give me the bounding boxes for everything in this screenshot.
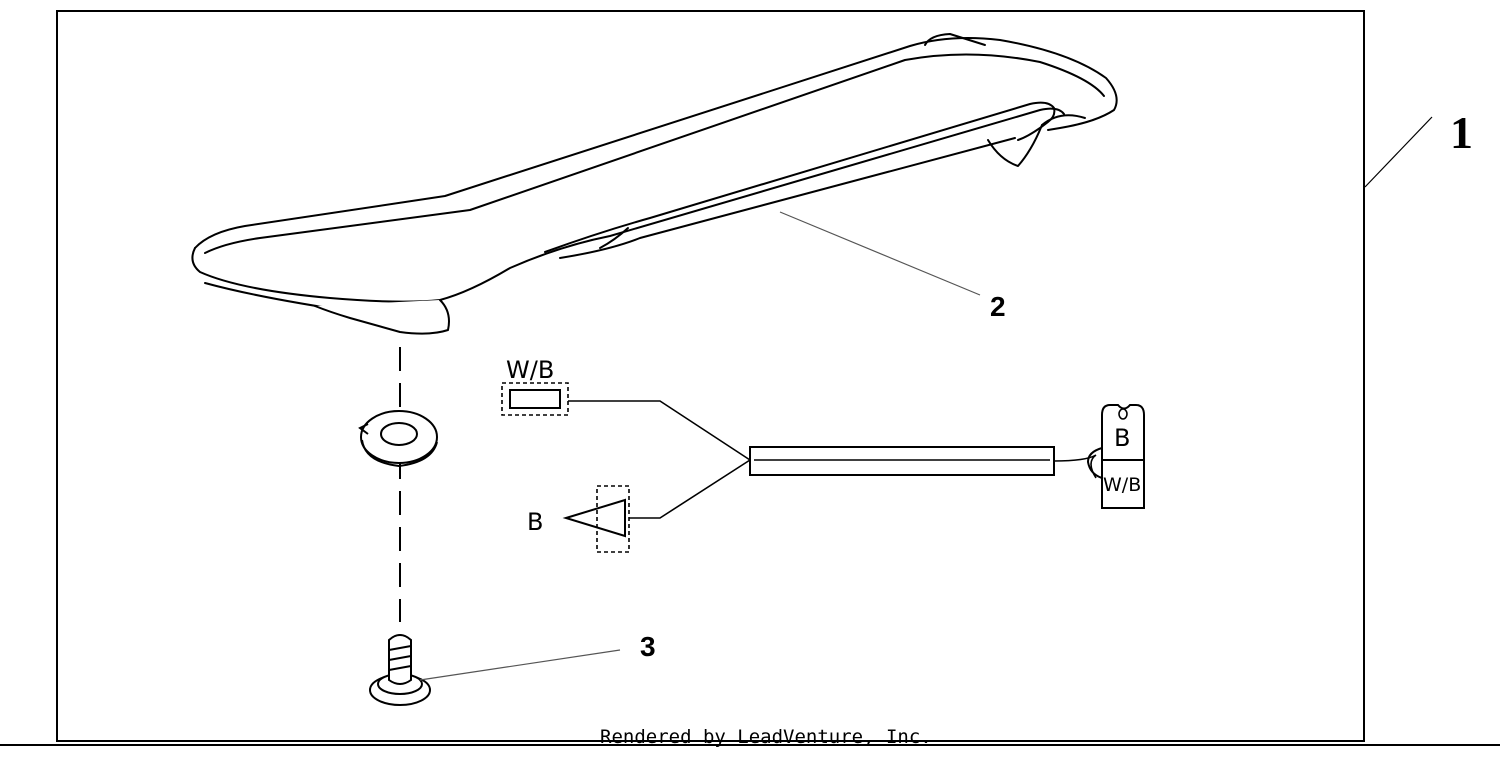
callout-screw: 3 (640, 631, 656, 662)
kit-leader (1364, 116, 1433, 188)
screw (369, 634, 431, 706)
label-connector-left: B (527, 508, 543, 536)
footer-credit: Rendered by LeadVenture, Inc. (600, 726, 932, 748)
label-terminal-bottom: W/B (1103, 474, 1141, 496)
wire-harness (501, 382, 1145, 553)
label-terminal-top: B (1114, 424, 1130, 452)
spoiler-leader (779, 211, 981, 296)
label-connector-top: W/B (506, 356, 554, 384)
rear-spoiler (191, 33, 1118, 335)
callout-kit: 1 (1450, 107, 1473, 158)
screw-leader (419, 649, 621, 681)
callout-spoiler: 2 (990, 291, 1006, 322)
washer (358, 410, 438, 468)
kit-frame (56, 10, 1365, 742)
